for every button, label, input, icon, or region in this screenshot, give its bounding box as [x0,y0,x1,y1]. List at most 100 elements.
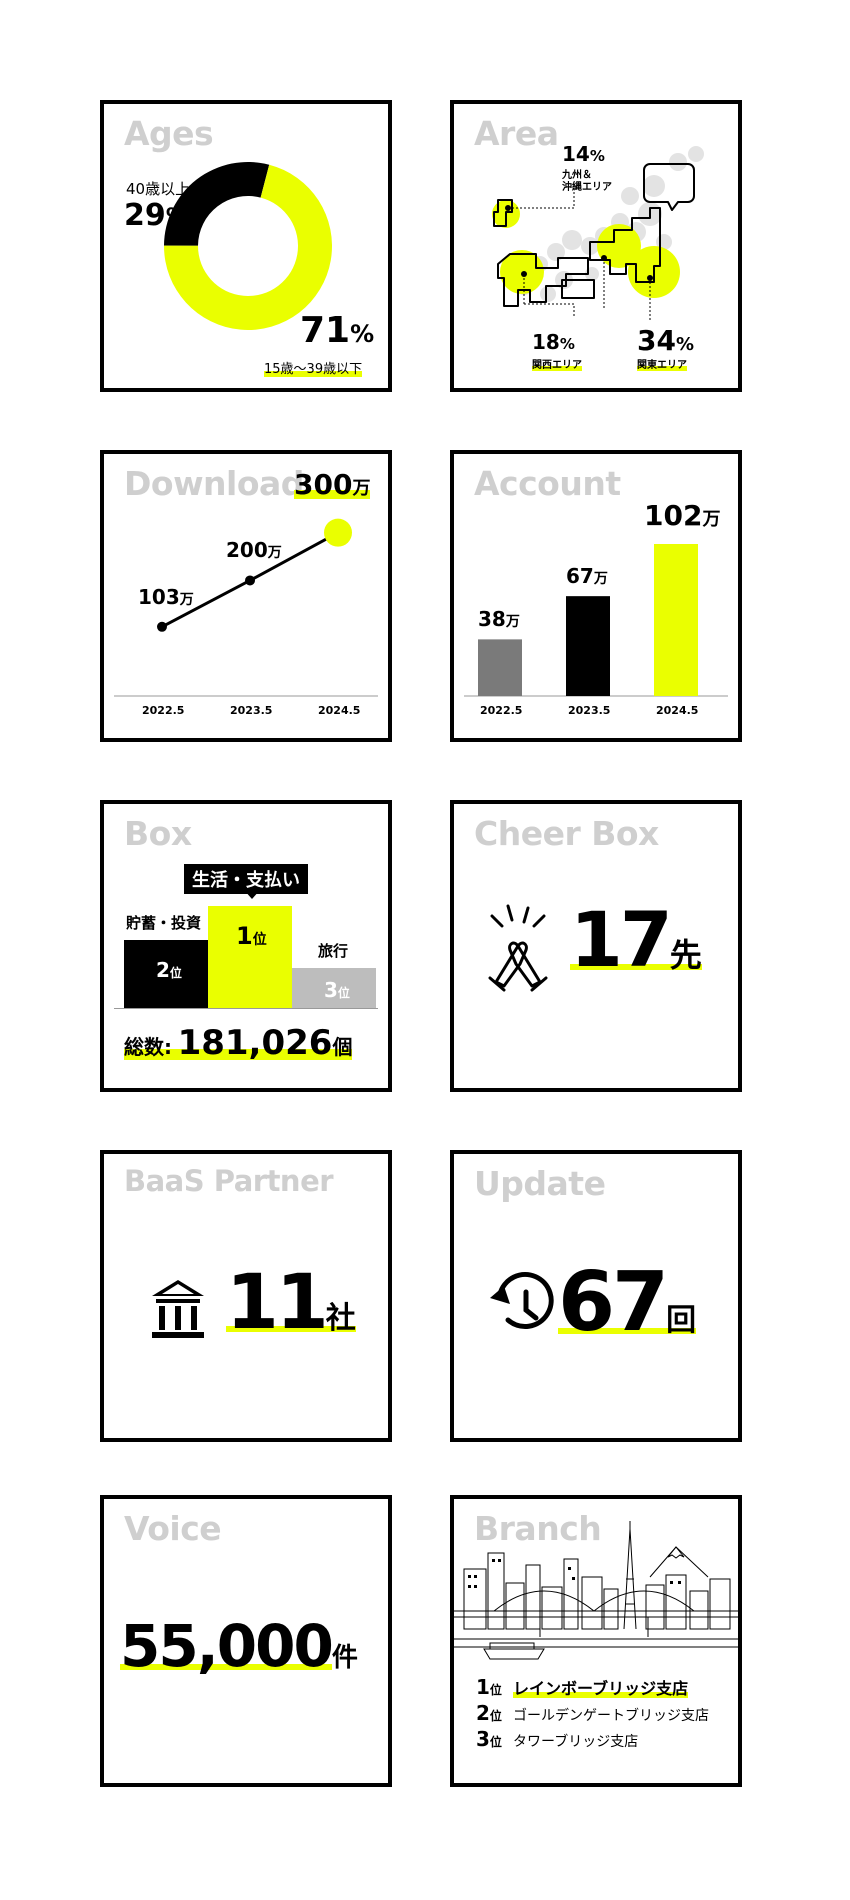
account-value-num-2: 67 [566,564,594,589]
ages-title: Ages [124,114,214,153]
download-x-tick-3: 2024.5 [318,704,361,717]
account-title: Account [474,464,621,503]
branch-rank-1-name: レインボーブリッジ支店 [513,1679,689,1698]
update-unit: 回 [666,1303,697,1338]
account-value-unit-1: 万 [505,614,520,631]
kanto-label: 関東エリア [637,356,687,371]
box-first-pointer [244,890,260,899]
cheer-box-value-block: 17先 [570,902,702,978]
box-title: Box [124,814,192,853]
box-first-rank-num: 1 [236,922,253,950]
box-baseline [114,1008,378,1009]
branch-rank-2-num: 2 [476,1701,490,1725]
voice-value-wrap: 55,000 [120,1617,334,1675]
download-value-unit-3: 万 [352,477,371,499]
box-first-rank-suffix: 位 [252,932,267,948]
branch-rank-3: 3位 タワーブリッジ支店 [476,1727,709,1753]
kyushu-pct: % [589,147,605,165]
branch-rank-1-suffix: 位 [489,1683,502,1697]
account-value-num-3: 102 [644,499,703,532]
kyushu-value-block: 14% [562,142,605,166]
download-value-3: 300万 [294,467,371,501]
kanto-value-block: 34% [637,324,694,357]
branch-rank-2-name: ゴールデンゲートブリッジ支店 [513,1708,710,1724]
download-value-unit-1: 万 [179,591,194,608]
kansai-label: 関西エリア [532,356,582,371]
account-bar-3 [654,544,698,696]
box-first-rank: 1位 [236,922,267,950]
download-value-num-2: 200 [226,538,268,563]
box-second-rank: 2位 [156,958,182,982]
update-value: 67 [558,1255,669,1350]
box-second-rank-suffix: 位 [169,966,182,980]
download-point-1 [157,621,167,632]
history-clock-icon [490,1271,554,1329]
update-value-block: 67回 [558,1262,697,1344]
branch-rank-3-name: タワーブリッジ支店 [513,1734,639,1750]
download-value-1: 103万 [138,587,194,607]
branch-rank-3-num: 3 [476,1727,490,1751]
japan-map [492,146,704,320]
ages-older-value-block: 29% [124,198,190,233]
cheer-box-unit: 先 [669,936,702,974]
ages-slice-older [164,161,270,246]
account-value-num-1: 38 [478,607,506,632]
box-third-category: 旅行 [318,942,349,960]
ages-older-label: 40歳以上 [126,180,191,198]
kansai-value-block: 18% [532,330,575,354]
account-x-tick-2: 2023.5 [568,704,611,717]
account-value-3: 102万 [644,502,720,530]
account-bar-1 [478,639,522,696]
area-card: Area [450,100,742,392]
account-value-unit-2: 万 [593,571,608,588]
cheer-box-card: Cheer Box 17先 [450,800,742,1092]
branch-rank-list: 1位 レインボーブリッジ支店 2位 ゴールデンゲートブリッジ支店 3位 タワーブ… [476,1675,709,1753]
download-point-2 [245,575,255,586]
ages-younger-value-block: 71% [300,310,374,351]
branch-rank-2-suffix: 位 [489,1709,502,1723]
account-bar-2 [566,596,610,696]
kansai-pct: % [559,335,575,353]
box-total-value: 181,026 [177,1023,333,1063]
update-value-wrap: 67回 [558,1262,697,1344]
download-title: Download [124,464,304,503]
baas-value: 11 [226,1257,329,1346]
voice-card: Voice 55,000件 [100,1495,392,1787]
baas-title: BaaS Partner [124,1164,334,1198]
update-title: Update [474,1164,606,1203]
baas-unit: 社 [325,1301,356,1336]
box-first-category: 生活・支払い [184,864,308,894]
box-third-rank-suffix: 位 [337,986,350,1000]
update-card: Update 67回 [450,1150,742,1442]
baas-value-wrap: 11社 [226,1264,356,1340]
bank-icon [152,1280,204,1338]
box-total: 総数: 181,026個 [124,1023,353,1063]
city-skyline-illustration [454,1521,738,1660]
account-value-unit-3: 万 [702,509,721,530]
cheer-box-value-wrap: 17先 [570,902,702,978]
box-third-rank: 3位 [324,978,350,1002]
download-x-tick-1: 2022.5 [142,704,185,717]
kyushu-label-1: 九州＆ [562,170,592,181]
account-value-1: 38万 [478,609,520,629]
box-card: Box 生活・支払い 貯蓄・投資 旅行 2位 1位 3位 総数: 181,026… [100,800,392,1092]
download-value-2: 200万 [226,540,282,560]
area-title: Area [474,114,559,153]
ages-card: Ages 40歳以上 29% 71% 15歳～39歳以下 [100,100,392,392]
account-value-2: 67万 [566,566,608,586]
account-x-tick-3: 2024.5 [656,704,699,717]
branch-title: Branch [474,1509,602,1548]
ages-younger-pct: % [350,320,375,348]
download-x-tick-2: 2023.5 [230,704,273,717]
box-bar-third [292,968,376,1008]
ages-older-pct: % [165,203,190,231]
download-point-3 [324,518,352,547]
clapping-hands-icon [488,904,548,992]
branch-rank-1: 1位 レインボーブリッジ支店 [476,1675,709,1701]
kyushu-value: 14 [562,142,590,166]
download-value-num-3: 300 [294,467,353,501]
download-value-unit-2: 万 [267,545,282,562]
baas-value-block: 11社 [226,1264,356,1340]
